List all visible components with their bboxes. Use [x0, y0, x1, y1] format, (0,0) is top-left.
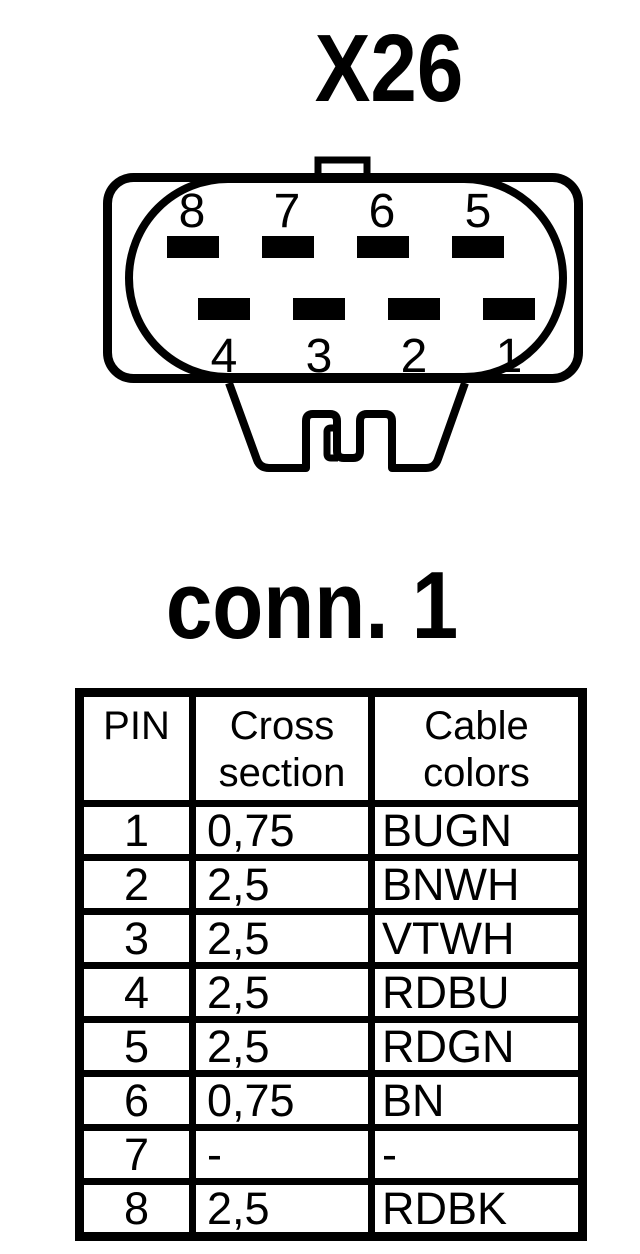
pin-label-5: 5	[465, 185, 492, 238]
pin-label-8: 8	[179, 185, 206, 238]
pin-label-3: 3	[306, 330, 333, 383]
cell-cross: 2,5	[189, 962, 375, 1023]
cell-pin: 7	[76, 1124, 196, 1185]
pin-contact-6	[357, 236, 409, 258]
cell-cable: VTWH	[368, 908, 586, 969]
table-row: 3 2,5 VTWH	[76, 908, 586, 969]
cell-cable: BNWH	[368, 854, 586, 915]
cell-cable: RDBK	[368, 1178, 586, 1240]
pin-contact-2	[388, 298, 440, 320]
pin-contact-4	[198, 298, 250, 320]
cell-cable: RDBU	[368, 962, 586, 1023]
pin-label-6: 6	[369, 185, 396, 238]
cell-cable: BN	[368, 1070, 586, 1131]
pin-contact-7	[262, 236, 314, 258]
header-cross-section: Cross section	[189, 689, 375, 807]
cell-cross: 2,5	[189, 1016, 375, 1077]
cell-cable: BUGN	[368, 800, 586, 861]
connector-latch-hook	[323, 424, 338, 462]
cell-cross: 2,5	[189, 854, 375, 915]
cell-cross: 0,75	[189, 800, 375, 861]
header-cable-colors: Cable colors	[368, 689, 586, 807]
connector-inner-cavity	[125, 175, 567, 381]
table-row: 4 2,5 RDBU	[76, 962, 586, 1023]
pin-label-1: 1	[496, 330, 523, 383]
connector-title: X26	[314, 15, 464, 122]
cell-cross: 2,5	[189, 1178, 375, 1240]
cell-cross: -	[189, 1124, 375, 1185]
pin-label-2: 2	[401, 330, 428, 383]
connector-diagram: 8 7 6 5 4 3 2 1	[103, 156, 583, 472]
table-row: 8 2,5 RDBK	[76, 1178, 586, 1240]
pin-contact-8	[167, 236, 219, 258]
cell-pin: 4	[76, 962, 196, 1023]
cell-pin: 6	[76, 1070, 196, 1131]
table-row: 5 2,5 RDGN	[76, 1016, 586, 1077]
pin-table: PIN Cross section Cable colors 1 0,75 BU…	[75, 688, 587, 1241]
table-row: 2 2,5 BNWH	[76, 854, 586, 915]
table-title: conn. 1	[165, 552, 459, 659]
cell-cable: -	[368, 1124, 586, 1185]
header-pin-label: PIN	[103, 704, 170, 748]
cell-pin: 2	[76, 854, 196, 915]
table-row: 1 0,75 BUGN	[76, 800, 586, 861]
cell-cross: 0,75	[189, 1070, 375, 1131]
cell-cable: RDGN	[368, 1016, 586, 1077]
pin-label-4: 4	[211, 330, 238, 383]
connector-latch-outline	[225, 381, 469, 472]
table-row: 6 0,75 BN	[76, 1070, 586, 1131]
table-header-row: PIN Cross section Cable colors	[76, 689, 586, 807]
cell-pin: 5	[76, 1016, 196, 1077]
pin-contact-5	[452, 236, 504, 258]
cell-pin: 8	[76, 1178, 196, 1240]
cell-pin: 3	[76, 908, 196, 969]
pin-label-7: 7	[274, 185, 301, 238]
pin-contact-3	[293, 298, 345, 320]
pin-contact-1	[483, 298, 535, 320]
table-row: 7 - -	[76, 1124, 586, 1185]
header-pin: PIN	[76, 689, 196, 807]
cell-cross: 2,5	[189, 908, 375, 969]
cell-pin: 1	[76, 800, 196, 861]
